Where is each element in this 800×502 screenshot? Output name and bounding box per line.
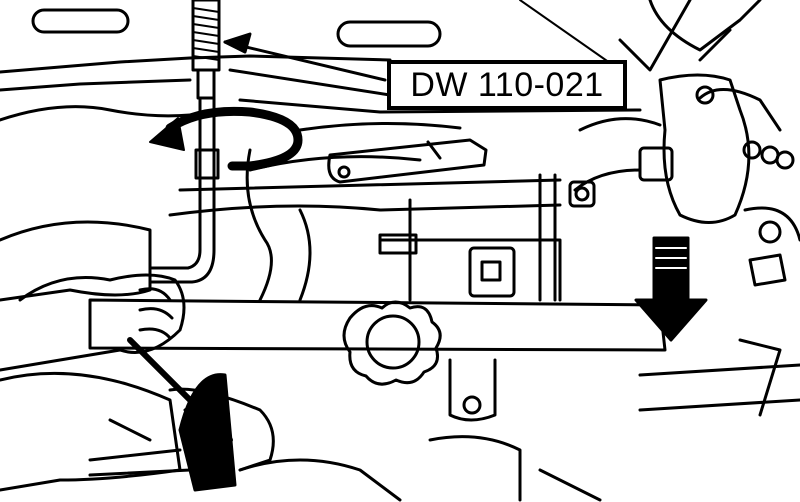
suspension-parts [568,73,800,417]
down-arrow-icon [634,236,708,342]
star-knob [342,300,497,422]
threaded-rod [148,0,221,284]
crossmember [88,148,667,352]
tool-number-label: DW 110-021 [387,60,627,110]
body-panel [0,0,762,172]
pointer-arrow-icon [223,32,387,82]
counterclockwise-arrow-icon [149,106,303,171]
top-body-slots [31,8,442,48]
lever-bar [327,138,488,184]
lower-assembly [88,418,602,502]
hands-and-wrench [0,220,402,502]
